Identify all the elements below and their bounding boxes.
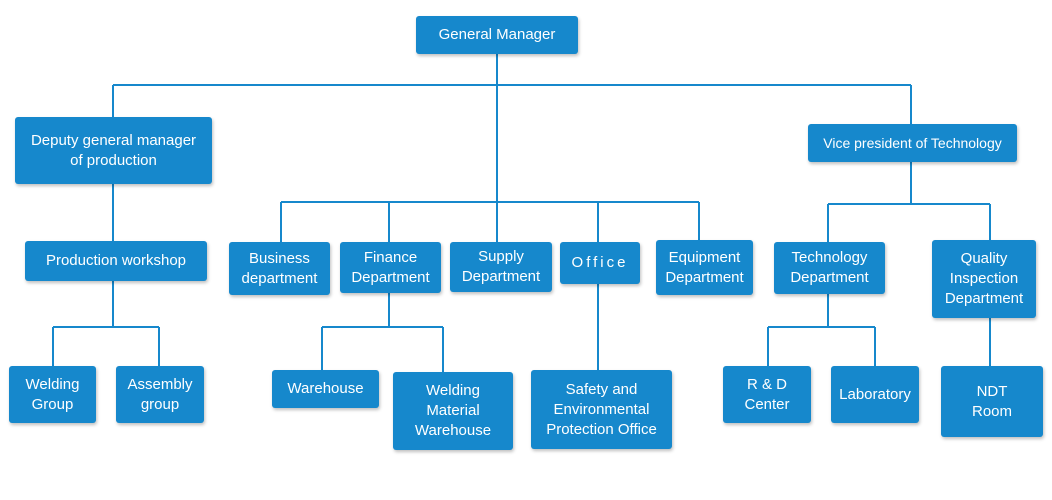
ndt-room-box[interactable]: NDT Room	[941, 366, 1043, 437]
rd-center-box[interactable]: R & D Center	[723, 366, 811, 423]
business-department-box[interactable]: Business department	[229, 242, 330, 295]
office-box[interactable]: Office	[560, 242, 640, 284]
assembly-group-box[interactable]: Assembly group	[116, 366, 204, 423]
welding-group-box[interactable]: Welding Group	[9, 366, 96, 423]
welding-material-warehouse-box[interactable]: Welding Material Warehouse	[393, 372, 513, 450]
deputy-gm-production-box[interactable]: Deputy general manager of production	[15, 117, 212, 184]
production-workshop-box[interactable]: Production workshop	[25, 241, 207, 281]
technology-department-box[interactable]: Technology Department	[774, 242, 885, 294]
supply-department-box[interactable]: Supply Department	[450, 242, 552, 292]
laboratory-box[interactable]: Laboratory	[831, 366, 919, 423]
safety-env-protection-office-box[interactable]: Safety and Environmental Protection Offi…	[531, 370, 672, 449]
warehouse-box[interactable]: Warehouse	[272, 370, 379, 408]
quality-inspection-department-box[interactable]: Quality Inspection Department	[932, 240, 1036, 318]
vp-technology-box[interactable]: Vice president of Technology	[808, 124, 1017, 162]
finance-department-box[interactable]: Finance Department	[340, 242, 441, 293]
equipment-department-box[interactable]: Equipment Department	[656, 240, 753, 295]
general-manager-box[interactable]: General Manager	[416, 16, 578, 54]
